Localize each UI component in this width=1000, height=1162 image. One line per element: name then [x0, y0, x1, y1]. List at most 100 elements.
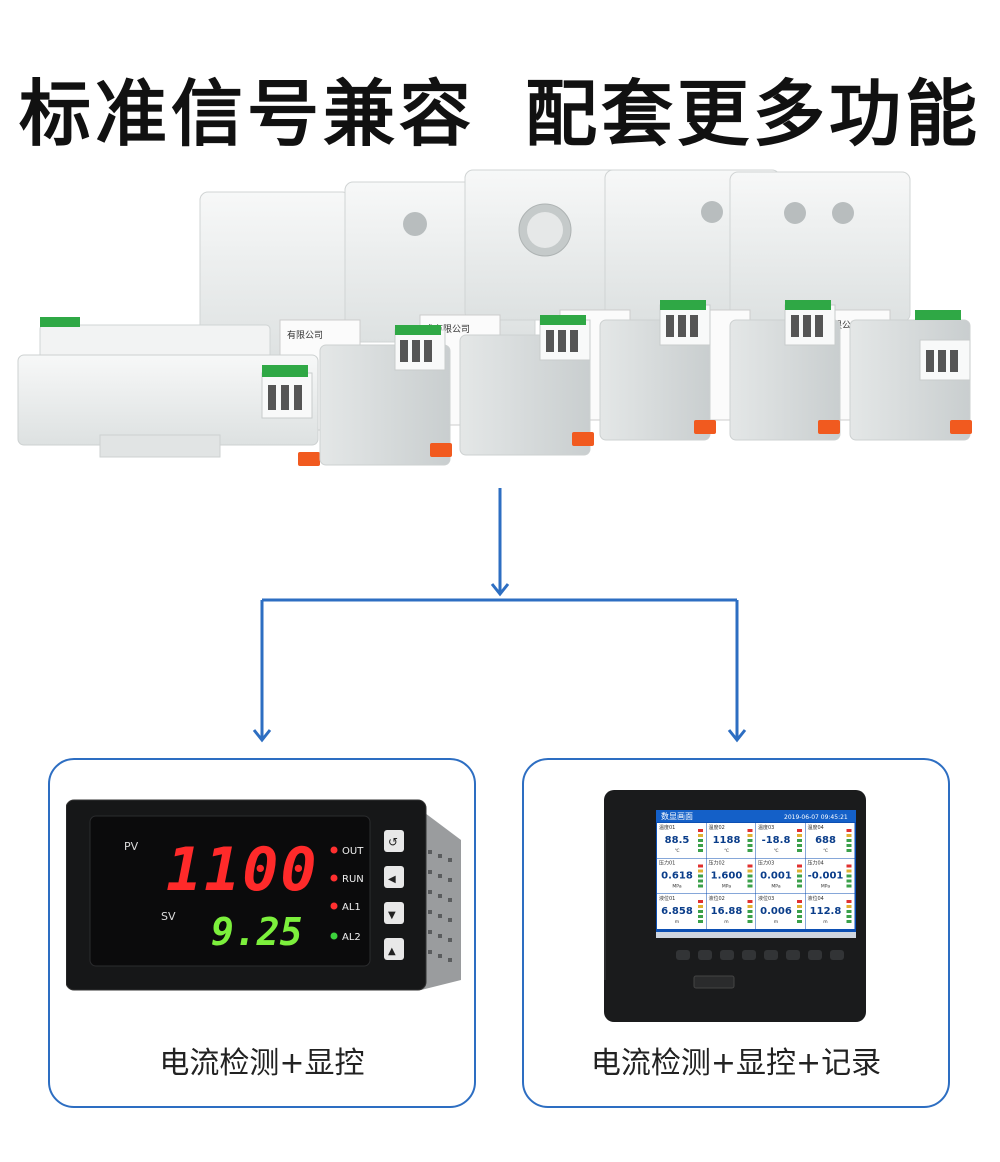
recorder-cell-bar [797, 884, 802, 888]
recorder-cell-label: 液位04 [808, 895, 824, 902]
svg-text:◀: ◀ [388, 874, 396, 885]
recorder-cell-unit: MPa [672, 884, 681, 890]
indicator-run: RUN [342, 874, 364, 885]
headline-right: 配套更多功能 [525, 72, 982, 156]
caption-controller: 电流检测+显控 [159, 1046, 365, 1081]
recorder-cell-value: -18.8 [762, 835, 791, 846]
recorder-cell-label: 温度02 [709, 824, 725, 831]
svg-text:▼: ▼ [388, 910, 396, 921]
recorder-cell-bar [797, 864, 802, 868]
recorder-cell-bar [846, 910, 852, 913]
din-modules [17, 300, 972, 466]
recorder-cell-label: 压力02 [709, 860, 725, 867]
recorder-cell-bar [846, 864, 852, 868]
recorder-cell-bar [747, 884, 753, 888]
recorder-cell-bar [747, 900, 753, 903]
indicator-al1: AL1 [342, 902, 361, 913]
recorder-cell-value: 1.600 [711, 871, 743, 882]
recorder-cell [805, 858, 855, 894]
recorder-cell-bar [846, 829, 852, 832]
recorder-cell-unit: ℃ [773, 848, 778, 854]
pv-label: PV [124, 840, 139, 853]
recorder-cell-label: 液位02 [709, 895, 725, 902]
indicator-out: OUT [342, 846, 364, 857]
module-label: 限公司 [833, 320, 860, 331]
recorder-cell-bar [698, 900, 703, 903]
recorder-cell-bar [846, 849, 852, 852]
recorder-cell [706, 858, 756, 894]
recorder-cell-unit: ℃ [823, 848, 828, 854]
recorder-cell-unit: MPa [821, 884, 830, 890]
recorder-cell-value: 88.5 [665, 835, 690, 846]
caption-recorder: 电流检测+显控+记录 [590, 1046, 882, 1081]
svg-text:▲: ▲ [388, 946, 396, 957]
recorder-cell-bar [747, 910, 753, 913]
recorder-cell-unit: MPa [771, 884, 780, 890]
headline-left: 标准信号兼容 [18, 72, 475, 156]
recorder-cell-bar [846, 905, 852, 908]
recorder-cell-bar [747, 874, 753, 878]
recorder-cell-label: 压力01 [659, 860, 675, 867]
recorder-cell-bar [846, 900, 852, 903]
recorder-cell-bar [846, 884, 852, 888]
recorder-cell [805, 894, 855, 929]
transmitter-modules-image: 有限公司 术有限公司 公司 公司 限公司 [17, 169, 972, 466]
recorder-cell-bar [698, 864, 703, 868]
recorder-cell-bar [797, 915, 802, 918]
recorder-cell-unit: m [823, 920, 827, 925]
recorder-cell-bar [797, 920, 802, 923]
recorder-cell-bar [698, 915, 703, 918]
recorder-cell-label: 温度01 [659, 824, 675, 831]
recorder-cell-value: 0.006 [760, 906, 792, 917]
recorder-cell-bar [846, 844, 852, 847]
recorder-cell-bar [747, 829, 753, 832]
recorder-cell-bar [846, 920, 852, 923]
recorder-cell-bar [698, 910, 703, 913]
recorder-cell [657, 858, 706, 894]
headline: 标准信号兼容配套更多功能 [0, 55, 1000, 160]
recorder-cell-bar [797, 844, 802, 847]
recorder-cell [805, 823, 855, 858]
recorder-cell-bar [797, 834, 802, 837]
recorder-cell [706, 894, 756, 929]
recorder-cell-bar [846, 834, 852, 837]
module-label: 有限公司 [287, 329, 323, 341]
recorder-cell-bar [698, 869, 703, 873]
recorder-cell-bar [747, 849, 753, 852]
recorder-cell-bar [747, 864, 753, 868]
recorder-cell-bar [797, 829, 802, 832]
recorder-cell-bar [747, 920, 753, 923]
recorder-cell [706, 823, 756, 858]
recorder-cell [756, 858, 805, 894]
recorder-cell-bar [797, 900, 802, 903]
recorder-cell-bar [698, 879, 703, 883]
card-controller: PV 1100 SV 9.25 OUT RUN AL1 AL2 ↺ ◀ ▼ ▲ … [48, 758, 476, 1108]
recorder-cell-unit: m [724, 920, 728, 925]
recorder-cell-bar [698, 844, 703, 847]
recorder-datetime: 2019-06-07 09:45:21 [784, 814, 848, 821]
recorder-cell-bar [747, 844, 753, 847]
recorder-cell-bar [846, 879, 852, 883]
recorder-cell-bar [797, 839, 802, 842]
recorder-cell-bar [747, 879, 753, 883]
recorder-cell-bar [698, 920, 703, 923]
recorder-cells: 温度0188.5℃温度021188℃温度03-18.8℃温度04688℃压力01… [657, 823, 855, 929]
recorder-cell-value: 112.8 [810, 906, 842, 917]
recorder-cell-bar [846, 874, 852, 878]
recorder-cell-value: 1188 [713, 835, 741, 846]
recorder-cell [657, 894, 706, 929]
recorder-cell-bar [797, 874, 802, 878]
recorder-cell-bar [846, 869, 852, 873]
recorder-cell-bar [747, 915, 753, 918]
paperless-recorder-image: 数显画面 2019-06-07 09:45:21 温度0188.5℃温度0211… [604, 790, 866, 1022]
recorder-cell-label: 液位03 [758, 895, 774, 902]
recorder-cell-bar [698, 884, 703, 888]
recorder-cell-bar [797, 905, 802, 908]
recorder-cell-bar [698, 829, 703, 832]
pv-value: 1100 [166, 835, 319, 905]
recorder-cell-bar [846, 915, 852, 918]
recorder-cell-value: 16.88 [711, 906, 743, 917]
recorder-cell-bar [747, 834, 753, 837]
recorder-cell-unit: MPa [722, 884, 731, 890]
